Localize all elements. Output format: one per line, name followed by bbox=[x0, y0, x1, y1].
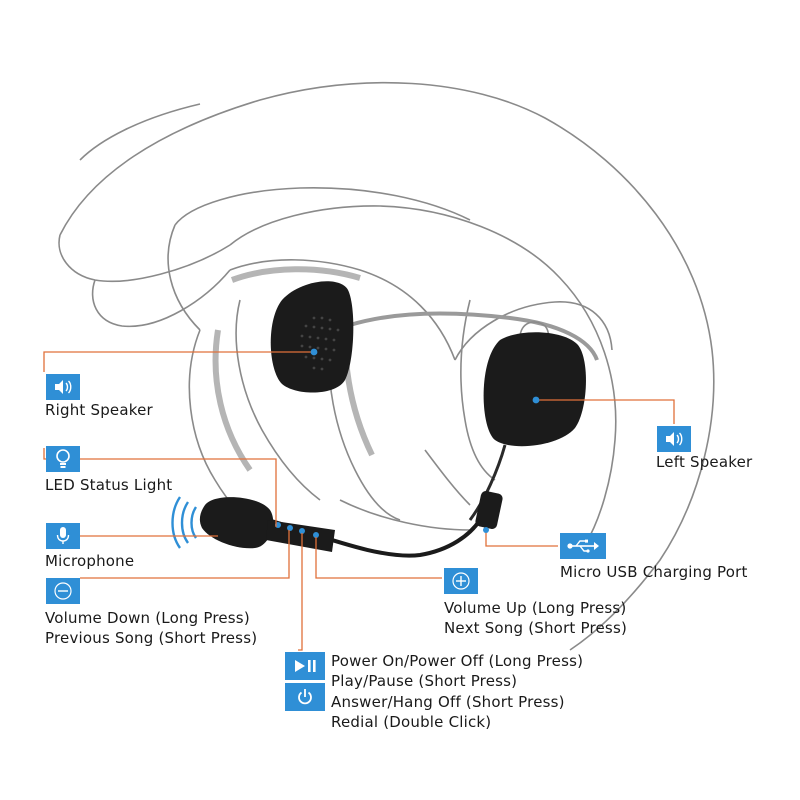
volume-down-label-1: Volume Down (Long Press) bbox=[45, 609, 250, 627]
volume-up-label-1: Volume Up (Long Press) bbox=[444, 599, 627, 617]
power-icon bbox=[285, 683, 325, 711]
right-speaker-icon bbox=[46, 374, 80, 400]
headband-wire bbox=[349, 311, 599, 361]
volume-down-label-2: Previous Song (Short Press) bbox=[45, 629, 258, 647]
leader-lines bbox=[43, 351, 675, 651]
power-label-3: Answer/Hang Off (Short Press) bbox=[331, 693, 565, 711]
sound-waves bbox=[171, 496, 198, 549]
lightbulb-icon bbox=[46, 446, 80, 472]
plus-icon bbox=[444, 568, 478, 594]
power-label-4: Redial (Double Click) bbox=[331, 713, 492, 731]
usb-icon bbox=[560, 533, 606, 559]
volume-up-label-2: Next Song (Short Press) bbox=[444, 619, 628, 637]
play-pause-icon bbox=[285, 652, 325, 680]
right-speaker-device bbox=[270, 281, 354, 393]
left-speaker-device bbox=[483, 332, 586, 447]
right-speaker-label: Right Speaker bbox=[45, 401, 153, 419]
led-status-light-label: LED Status Light bbox=[45, 476, 173, 494]
microphone-icon bbox=[46, 523, 80, 549]
left-speaker-icon bbox=[657, 426, 691, 452]
usb-module bbox=[475, 491, 503, 529]
microphone-foam bbox=[199, 497, 274, 549]
left-speaker-label: Left Speaker bbox=[656, 453, 753, 471]
microphone-label: Microphone bbox=[45, 552, 135, 570]
minus-icon bbox=[46, 578, 80, 604]
micro-usb-label: Micro USB Charging Port bbox=[560, 563, 748, 581]
power-label-1: Power On/Power Off (Long Press) bbox=[331, 652, 584, 670]
power-label-2: Play/Pause (Short Press) bbox=[331, 672, 518, 690]
